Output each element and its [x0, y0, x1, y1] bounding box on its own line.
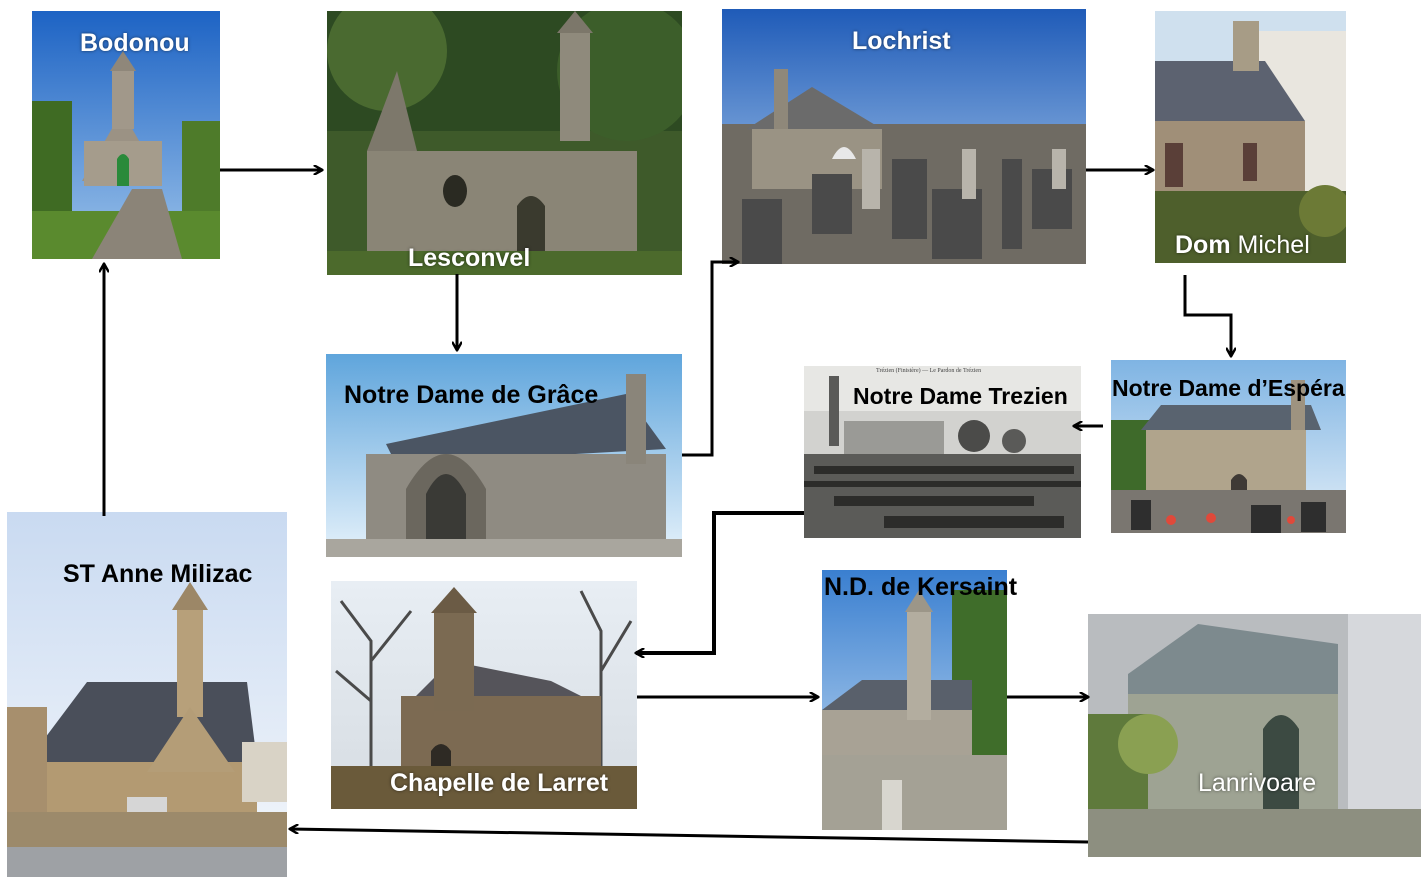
- node-lesconvel: Lesconvel: [327, 11, 682, 275]
- node-notre-dame-esperance: Notre Dame d’Espérance: [1111, 360, 1346, 533]
- chapel-photo-notre-dame-trezien: [804, 366, 1081, 538]
- arrow-lanrivoare-to-milizac: [290, 829, 1089, 844]
- node-label-chapelle-de-larret: Chapelle de Larret: [390, 769, 609, 797]
- node-label-lesconvel: Lesconvel: [408, 244, 531, 272]
- chapel-photo-dom-michel: [1155, 11, 1346, 263]
- node-bodonou: Bodonou: [32, 11, 220, 259]
- node-notre-dame-trezien: Trézien (Finistère) — Le Pardon de Trézi…: [804, 366, 1081, 538]
- node-label-notre-dame-trezien: Notre Dame Trezien: [853, 383, 1068, 409]
- chapel-photo-lanrivoare: [1088, 614, 1421, 857]
- node-label-lochrist: Lochrist: [852, 27, 951, 55]
- chapel-photo-st-anne-milizac: [7, 512, 287, 877]
- node-chapelle-de-larret: Chapelle de Larret: [331, 581, 637, 809]
- chapel-photo-lesconvel: [327, 11, 682, 275]
- chapel-photo-notre-dame-esperance: [1111, 360, 1346, 533]
- chapel-photo-lochrist: [722, 9, 1086, 264]
- arrow-grace-to-lochrist: [682, 262, 738, 457]
- node-label-notre-dame-esperance: Notre Dame d’Espérance: [1112, 375, 1346, 401]
- node-label-bodonou: Bodonou: [80, 29, 190, 57]
- chapel-photo-notre-dame-de-grace: [326, 354, 682, 557]
- node-nd-de-kersaint: N.D. de Kersaint: [822, 570, 1017, 830]
- node-dom-michel: Dom Michel: [1155, 11, 1346, 263]
- node-notre-dame-de-grace: Notre Dame de Grâce: [326, 354, 682, 557]
- chapel-photo-nd-de-kersaint: [822, 570, 1007, 830]
- chapel-photo-bodonou: [32, 11, 220, 259]
- node-lanrivoare: Lanrivoare: [1088, 614, 1421, 857]
- node-lochrist: Lochrist: [722, 9, 1086, 264]
- trezien-caption: Trézien (Finistère) — Le Pardon de Trézi…: [876, 368, 982, 374]
- node-label-lanrivoare: Lanrivoare: [1198, 769, 1317, 797]
- node-label-nd-de-kersaint: N.D. de Kersaint: [824, 573, 1018, 601]
- node-label-notre-dame-de-grace: Notre Dame de Grâce: [344, 381, 599, 409]
- node-st-anne-milizac: ST Anne Milizac: [7, 512, 287, 877]
- node-label-dom-michel: Dom Michel: [1175, 231, 1310, 259]
- node-label-st-anne-milizac: ST Anne Milizac: [63, 560, 253, 588]
- chapel-photo-chapelle-de-larret: [331, 581, 637, 809]
- arrow-dom-michel-to-esperance: [1183, 275, 1231, 356]
